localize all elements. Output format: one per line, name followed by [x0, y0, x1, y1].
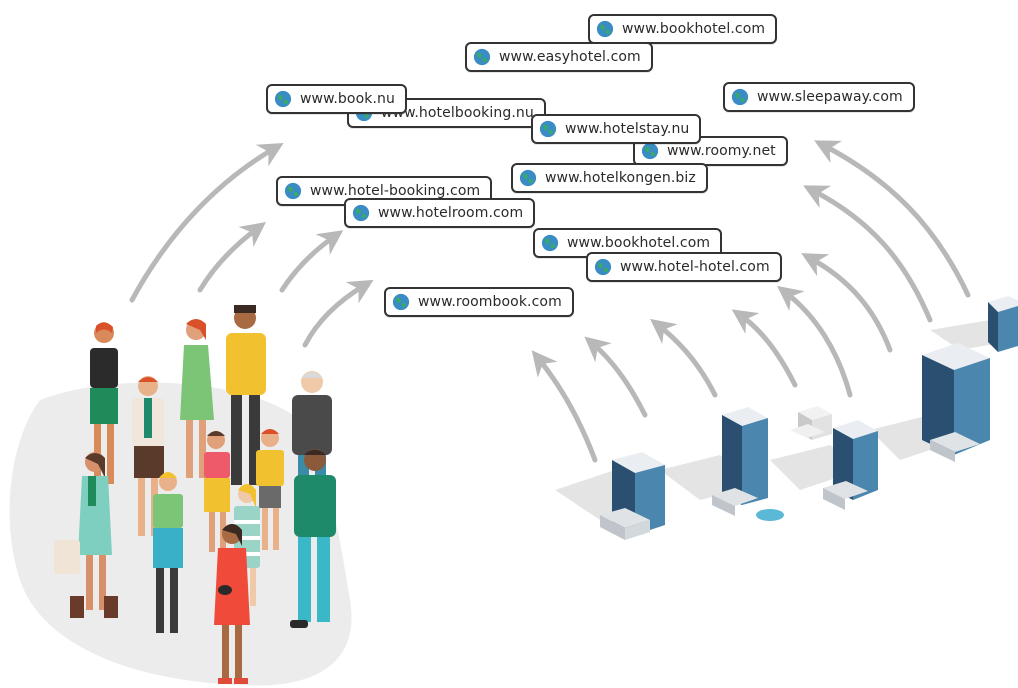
url-text: www.easyhotel.com	[499, 49, 641, 65]
curved-arrow-icon	[129, 142, 284, 303]
person	[214, 524, 250, 684]
curved-arrow-icon	[302, 279, 374, 348]
hotel-building	[790, 406, 832, 440]
globe-icon	[596, 20, 614, 38]
hotel-building	[922, 343, 990, 462]
url-pill[interactable]: www.bookhotel.com	[588, 14, 778, 44]
hotel-building	[988, 296, 1018, 352]
person	[256, 429, 284, 550]
url-text: www.bookhotel.com	[622, 21, 766, 37]
url-text: www.hotelkongen.biz	[545, 170, 696, 186]
curved-arrow-icon	[777, 285, 853, 398]
curved-arrow-icon	[584, 336, 648, 418]
globe-icon	[352, 204, 370, 222]
url-pill[interactable]: www.roombook.com	[384, 287, 574, 317]
url-text: www.bookhotel.com	[567, 235, 711, 251]
url-text: www.book.nu	[300, 91, 395, 107]
url-text: www.hotel-hotel.com	[620, 259, 770, 275]
curved-arrow-icon	[531, 350, 598, 463]
curved-arrow-icon	[814, 140, 971, 298]
curved-arrow-icon	[731, 309, 798, 388]
globe-icon	[541, 234, 559, 252]
url-text: www.hotelbooking.nu	[381, 105, 534, 121]
hotel-building	[823, 420, 878, 510]
globe-icon	[539, 120, 557, 138]
url-pill[interactable]: www.hotelkongen.biz	[511, 163, 708, 193]
globe-icon	[473, 48, 491, 66]
curved-arrow-icon	[279, 230, 344, 293]
person	[226, 305, 266, 485]
person	[204, 431, 230, 552]
url-text: www.sleepaway.com	[757, 89, 903, 105]
url-pill[interactable]: www.sleepaway.com	[723, 82, 915, 112]
url-text: www.roombook.com	[418, 294, 562, 310]
curved-arrow-icon	[197, 222, 267, 293]
hotel-arrows	[531, 140, 971, 463]
curved-arrow-icon	[650, 318, 718, 398]
url-text: www.hotel-booking.com	[310, 183, 481, 199]
url-text: www.roomy.net	[667, 143, 776, 159]
globe-icon	[274, 90, 292, 108]
url-text: www.hotelroom.com	[378, 205, 524, 221]
globe-icon	[641, 142, 659, 160]
url-pill[interactable]: www.easyhotel.com	[465, 42, 653, 72]
person	[132, 376, 164, 536]
url-pill[interactable]: www.hotelroom.com	[344, 198, 536, 228]
hotel-building	[600, 452, 665, 540]
url-pill[interactable]: www.hotel-hotel.com	[586, 252, 782, 282]
globe-icon	[284, 182, 302, 200]
url-pill[interactable]: www.hotelstay.nu	[531, 114, 702, 144]
curved-arrow-icon	[803, 185, 933, 323]
url-pill[interactable]: www.book.nu	[266, 84, 407, 114]
globe-icon	[594, 258, 612, 276]
crowd-arrows	[129, 142, 374, 348]
globe-icon	[392, 293, 410, 311]
person	[153, 472, 183, 633]
person	[290, 449, 336, 628]
person	[180, 319, 214, 478]
person	[54, 452, 118, 618]
curved-arrow-icon	[801, 253, 893, 353]
url-text: www.hotelstay.nu	[565, 121, 690, 137]
hotel-building	[712, 407, 784, 521]
crowd-of-people	[54, 305, 336, 684]
globe-icon	[731, 88, 749, 106]
globe-icon	[519, 169, 537, 187]
